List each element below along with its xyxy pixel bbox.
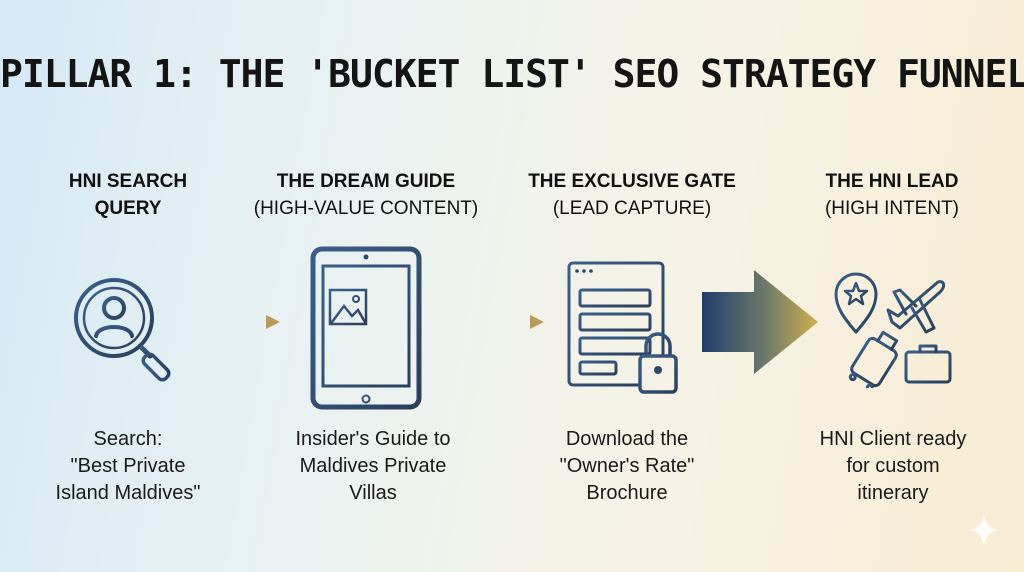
step-1-heading: HNI SEARCH QUERY <box>0 168 258 222</box>
step-2-heading-line1: THE DREAM GUIDE <box>276 171 456 192</box>
step-2-heading: THE DREAM GUIDE (HIGH-VALUE CONTENT) <box>236 168 496 222</box>
step-4-description: HNI Client ready for custom itinerary <box>773 426 1013 507</box>
step-1-description-line: "Best Private <box>70 455 186 477</box>
step-1-heading-line1: HNI SEARCH <box>68 171 188 192</box>
arrow-2-icon <box>448 315 544 329</box>
step-3-heading-line1: THE EXCLUSIVE GATE <box>528 171 736 192</box>
arrow-1-icon <box>188 315 280 329</box>
search-person-icon <box>74 278 171 382</box>
step-1-description-line: Island Maldives" <box>55 482 201 504</box>
step-3-description-line: Brochure <box>586 482 668 504</box>
step-3-description: Download the "Owner's Rate" Brochure <box>507 426 747 507</box>
step-2-description: Insider's Guide to Maldives Private Vill… <box>253 426 493 507</box>
step-3-description-line: "Owner's Rate" <box>559 455 695 477</box>
step-1-description-line: Search: <box>93 428 163 450</box>
step-2-heading-line2: (HIGH-VALUE CONTENT) <box>253 198 479 219</box>
step-4-description-line: itinerary <box>857 482 929 504</box>
step-4-heading: THE HNI LEAD (HIGH INTENT) <box>762 168 1022 222</box>
sparkle-icon <box>968 514 1000 546</box>
big-arrow-icon <box>702 270 818 374</box>
tablet-article-icon <box>310 246 422 410</box>
step-3-heading-line2: (LEAD CAPTURE) <box>552 198 712 219</box>
step-4-description-line: HNI Client ready <box>819 428 967 450</box>
step-1-heading-line2: QUERY <box>94 198 162 219</box>
step-2-description-line: Insider's Guide to <box>295 428 451 450</box>
locked-form-icon <box>567 261 678 394</box>
step-4-heading-line2: (HIGH INTENT) <box>824 198 960 219</box>
step-3-description-line: Download the <box>565 428 689 450</box>
step-4-description-line: for custom <box>846 455 940 477</box>
step-2-description-line: Villas <box>349 482 397 504</box>
travel-lead-icon <box>834 272 952 388</box>
step-3-heading: THE EXCLUSIVE GATE (LEAD CAPTURE) <box>502 168 762 222</box>
step-1-description: Search: "Best Private Island Maldives" <box>8 426 248 507</box>
page-title: PILLAR 1: THE 'BUCKET LIST' SEO STRATEGY… <box>0 52 1024 96</box>
step-4-heading-line1: THE HNI LEAD <box>825 171 959 192</box>
step-2-description-line: Maldives Private <box>299 455 447 477</box>
